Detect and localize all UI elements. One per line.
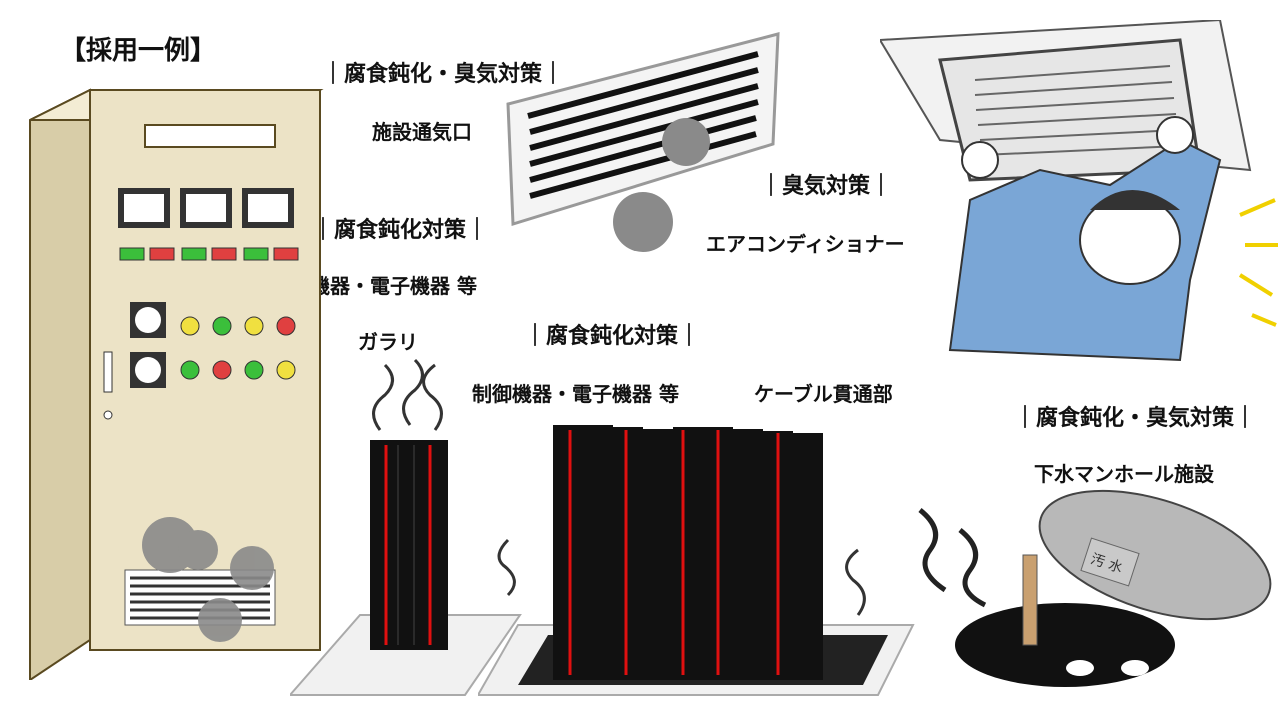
aircon-heading: ｜臭気対策｜	[760, 174, 893, 199]
vent-illustration	[506, 32, 780, 252]
cable-caption-right: ケーブル貫通部	[754, 382, 893, 406]
manhole-illustration: 汚 水	[918, 489, 1272, 687]
garari-caption: ガラリ	[358, 330, 418, 354]
control-caption: 制御機器・電子機器 等	[270, 274, 477, 298]
aircon-caption: エアコンディショナー	[706, 232, 905, 256]
control-cabinet-illustration	[29, 88, 324, 680]
control-heading: ｜腐食鈍化対策｜	[312, 218, 489, 243]
cable-heading: ｜腐食鈍化対策｜	[524, 324, 701, 349]
page-title: 【採用一例】	[60, 36, 217, 66]
meter-group	[118, 188, 294, 228]
vent-heading: ｜腐食鈍化・臭気対策｜	[322, 62, 565, 87]
manhole-heading: ｜腐食鈍化・臭気対策｜	[1014, 406, 1257, 431]
vent-caption: 施設通気口	[372, 120, 472, 144]
aircon-worker-illustration	[880, 20, 1278, 362]
manhole-caption: 下水マンホール施設	[1034, 462, 1214, 486]
cable-penetration-illustration	[478, 425, 915, 696]
cable-caption-left: 制御機器・電子機器 等	[472, 382, 679, 406]
garari-illustration	[290, 358, 522, 696]
